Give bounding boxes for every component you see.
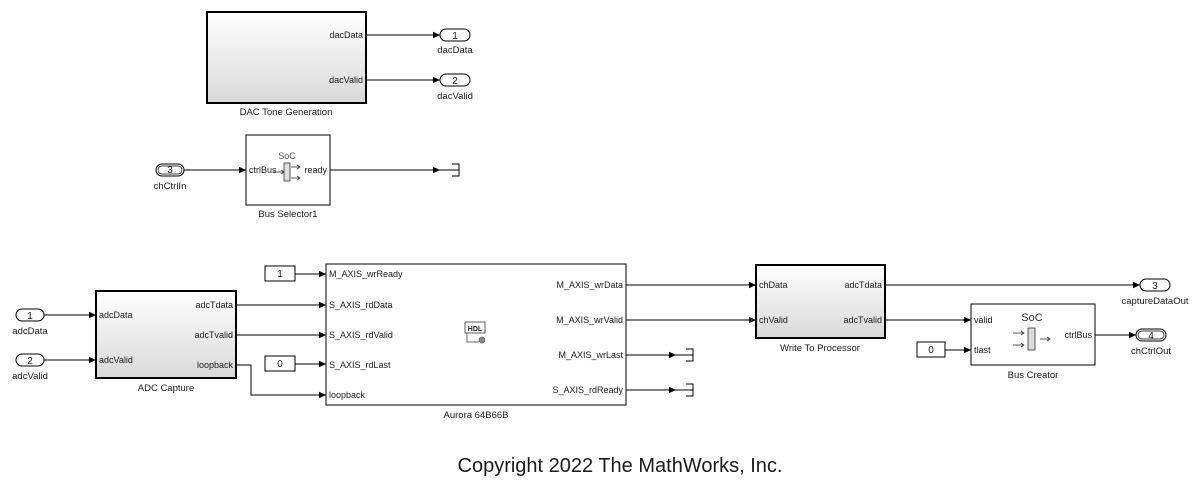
outport-captureDataOut[interactable]: 3 captureDataOut [1121,278,1189,307]
port-loopback: loopback [197,360,234,370]
constant-tlast[interactable]: 0 [916,341,946,358]
outport-label: captureDataOut [1121,296,1188,307]
bus-creator-icon [1013,327,1051,351]
inport-label: chCtrlIn [154,181,187,192]
port-adcTvalid: adcTvalid [194,330,233,340]
aurora-64b66b-block[interactable]: M_AXIS_wrReady S_AXIS_rdData S_AXIS_rdVa… [325,263,627,421]
block-label-write-to-processor: Write To Processor [780,343,860,354]
block-label-bus-selector: Bus Selector1 [258,209,317,220]
inport-chCtrlIn[interactable]: 3 chCtrlIn [154,163,187,192]
inport-adcValid[interactable]: 2 adcValid [12,353,48,382]
port-M_AXIS_wrLast: M_AXIS_wrLast [558,350,623,360]
port-chValid: chValid [759,315,788,325]
constant-rd-last[interactable]: 0 [264,355,296,372]
port-S_AXIS_rdLast: S_AXIS_rdLast [329,360,391,370]
write-to-processor-block[interactable]: chData chValid adcTdata adcTvalid Write … [755,264,886,354]
outport-label: dacData [437,45,473,56]
outport-number: 2 [452,76,458,87]
block-label-aurora: Aurora 64B66B [444,410,509,421]
dac-tone-generation-block[interactable]: dacData dacValid DAC Tone Generation [206,11,367,118]
port-ctrlBus-out: ctrlBus [1064,330,1092,340]
terminator-wrLast[interactable] [676,348,694,362]
inport-adcData[interactable]: 1 adcData [12,308,48,337]
outport-dacValid[interactable]: 2 dacValid [437,73,473,102]
port-S_AXIS_rdReady: S_AXIS_rdReady [552,385,623,395]
port-loopback-in: loopback [329,390,366,400]
port-ready: ready [304,165,327,175]
port-dacValid: dacValid [329,75,363,85]
port-valid: valid [974,315,993,325]
inport-number: 2 [27,356,33,367]
block-label-bus-creator: Bus Creator [1008,370,1059,381]
port-dacData: dacData [329,30,363,40]
inport-label: adcData [12,326,48,337]
soc-icon-text: SoC [1021,312,1042,324]
port-ctrlBus: ctrlBus [249,165,277,175]
port-adcData: adcData [99,310,133,320]
block-label-dac-tone: DAC Tone Generation [240,107,333,118]
port-adcTdata-out: adcTdata [844,280,882,290]
block-label-adc-capture: ADC Capture [138,383,195,394]
inport-number: 1 [27,311,33,322]
port-chData: chData [759,280,788,290]
port-adcTdata: adcTdata [195,300,233,310]
soc-icon-text: SoC [278,151,296,161]
constant-value: 0 [277,359,283,370]
constant-value: 0 [928,345,934,356]
port-M_AXIS_wrReady: M_AXIS_wrReady [329,269,403,279]
port-M_AXIS_wrValid: M_AXIS_wrValid [556,315,623,325]
inport-label: adcValid [12,371,48,382]
port-S_AXIS_rdValid: S_AXIS_rdValid [329,330,393,340]
constant-wr-ready[interactable]: 1 [264,265,296,282]
outport-number: 1 [452,31,458,42]
outport-label: dacValid [437,91,473,102]
port-adcValid: adcValid [99,355,133,365]
bus-selector-icon [273,162,301,182]
hdl-icon-text: HDL [468,326,483,333]
signal-line-loopback [236,364,326,399]
port-S_AXIS_rdData: S_AXIS_rdData [329,300,393,310]
bus-creator-block[interactable]: SoC valid tlast ctrlBus Bus Creator [970,303,1096,381]
hdl-icon: HDL [464,321,486,344]
outport-number: 3 [1152,281,1158,292]
outport-label: chCtrlOut [1131,346,1171,357]
inport-number: 3 [167,165,173,176]
copyright-text: Copyright 2022 The MathWorks, Inc. [458,455,783,477]
port-tlast: tlast [974,345,991,355]
port-M_AXIS_wrData: M_AXIS_wrData [556,280,623,290]
adc-capture-block[interactable]: adcData adcValid adcTdata adcTvalid loop… [95,290,237,394]
constant-value: 1 [277,269,283,280]
bus-selector-block[interactable]: SoC ctrlBus ready Bus Selector1 [245,134,331,220]
terminator-ready[interactable] [440,163,460,177]
terminator-rdReady[interactable] [676,383,694,397]
outport-number: 4 [1148,331,1154,342]
outport-chCtrlOut[interactable]: 4 chCtrlOut [1131,328,1171,357]
outport-dacData[interactable]: 1 dacData [437,28,473,56]
port-adcTvalid-out: adcTvalid [843,315,882,325]
